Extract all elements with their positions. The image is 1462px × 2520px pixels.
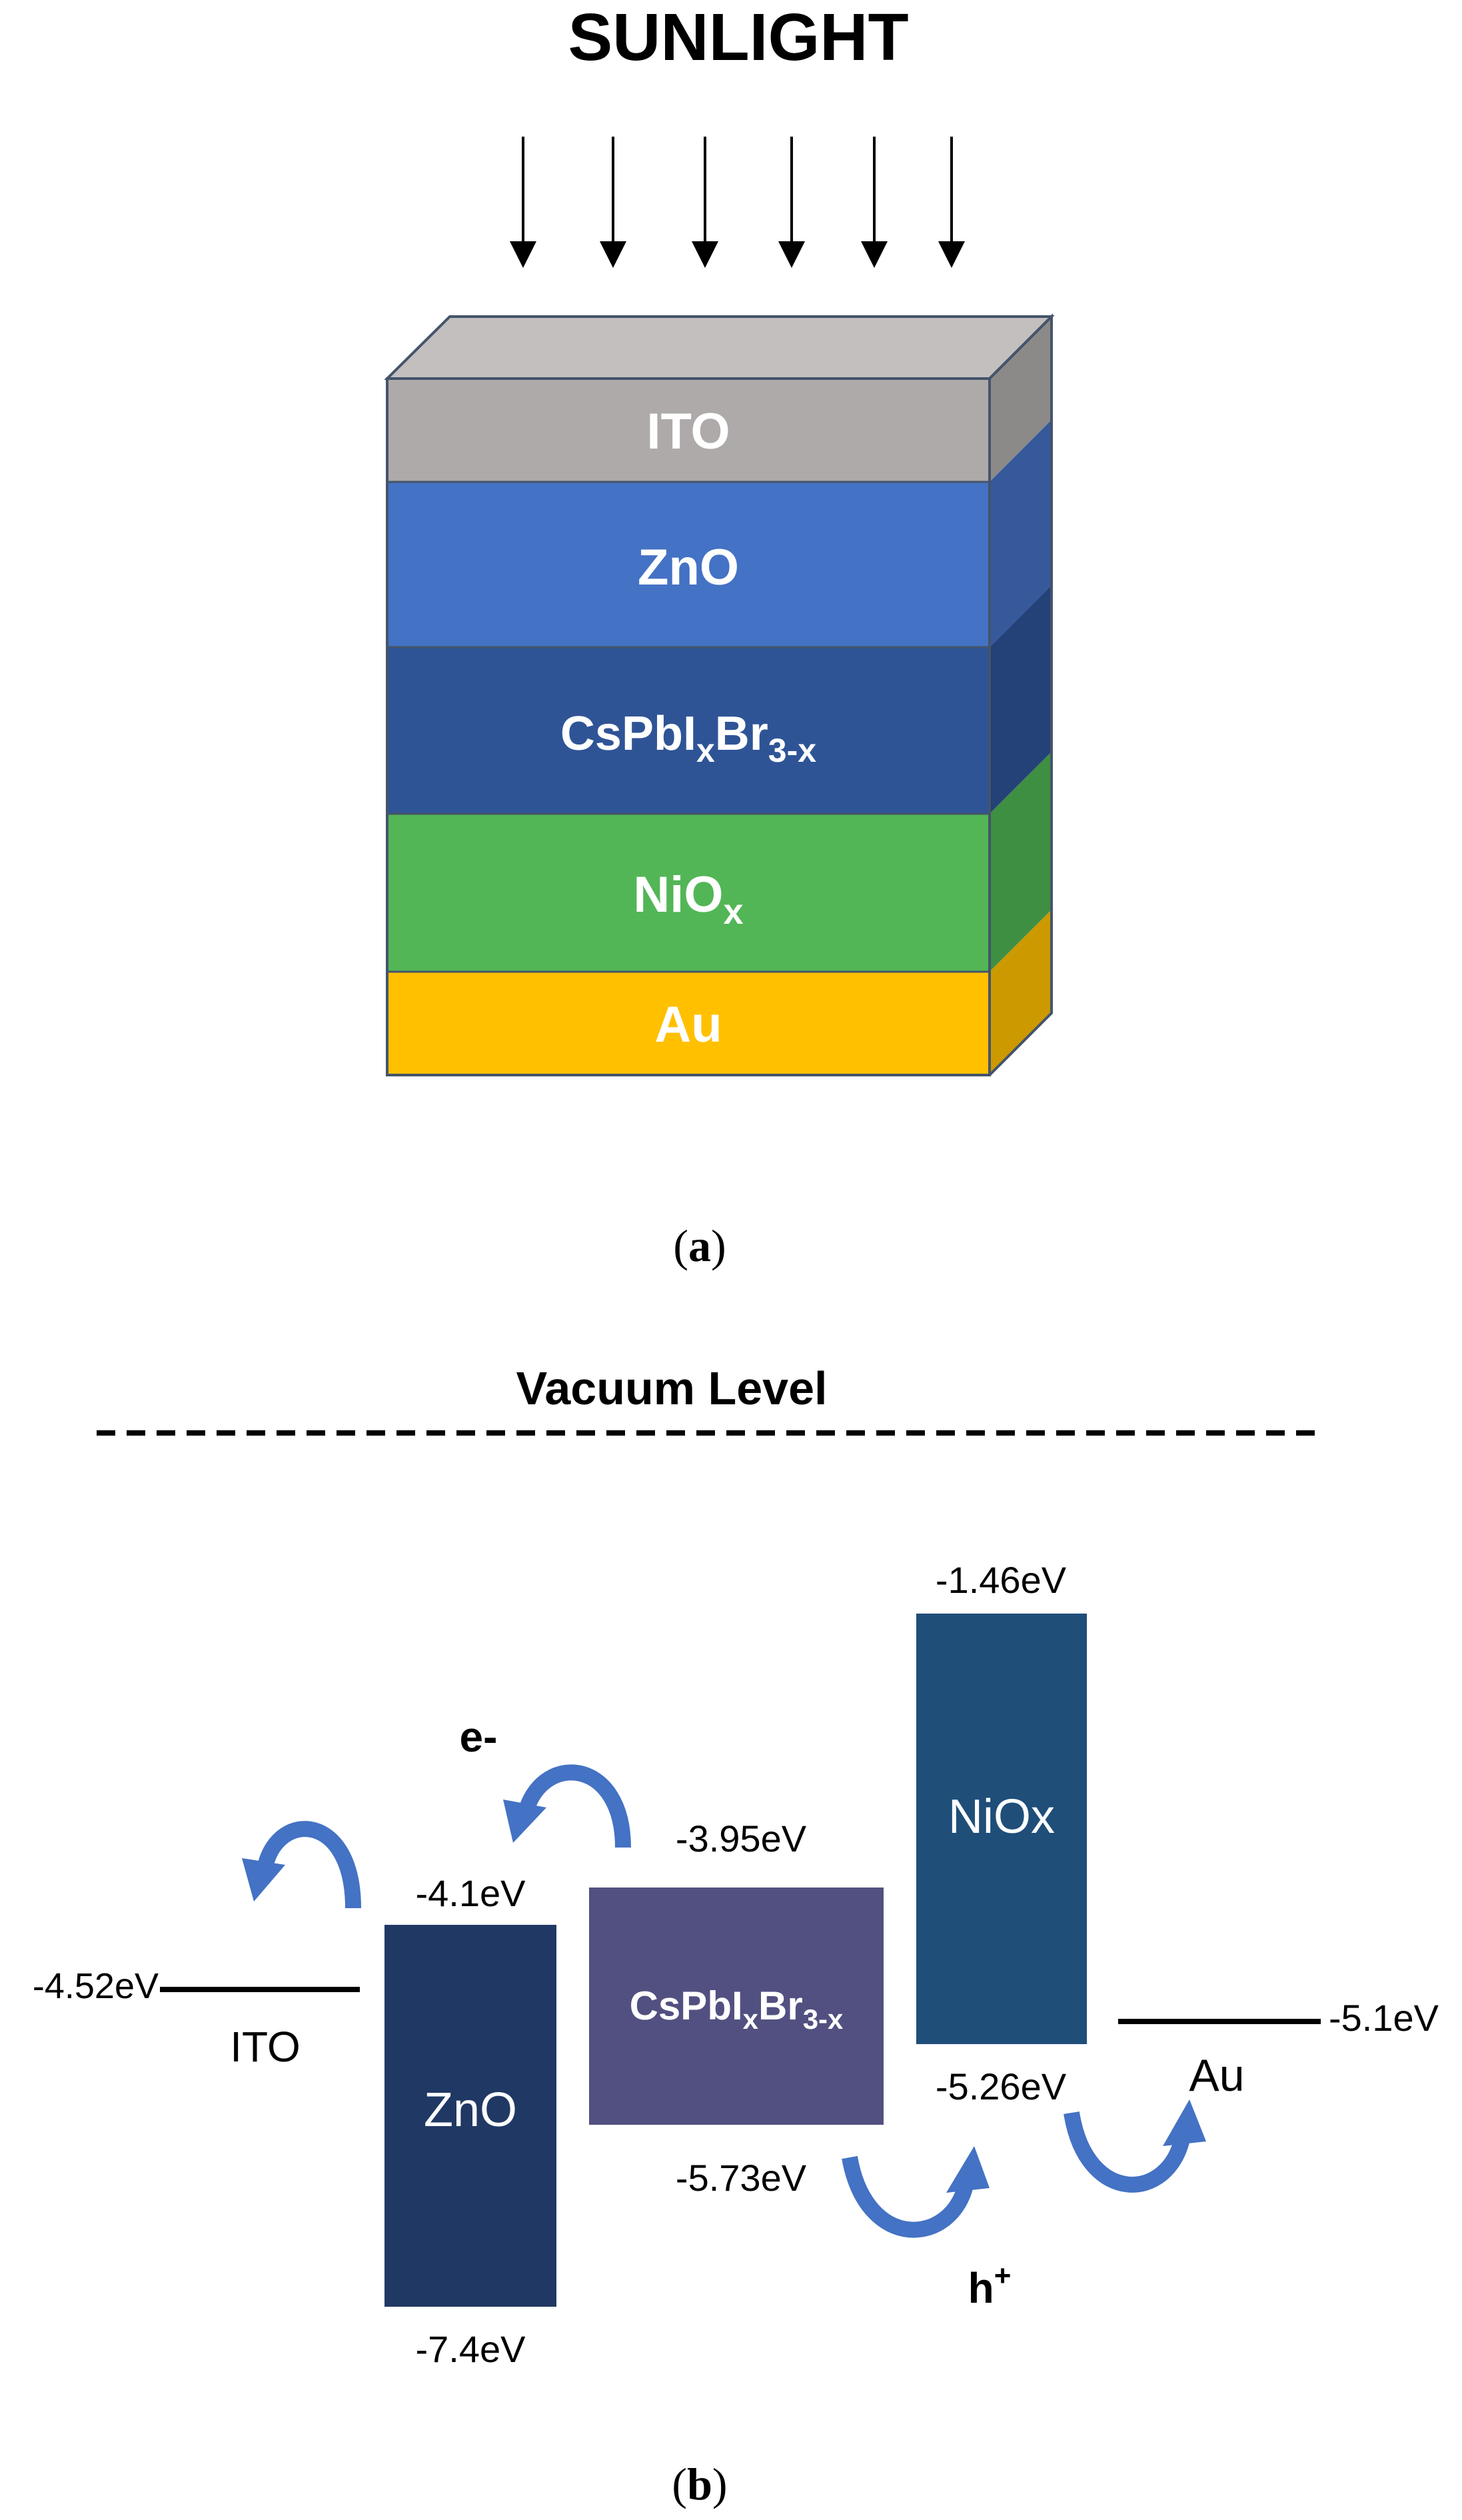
panel-b: Vacuum Level -4.52eV ITO ZnO -4.1eV -7.4… bbox=[33, 1362, 1439, 2509]
ito-layer-label: ITO bbox=[646, 403, 730, 460]
perovskite-layer: CsPbIxBr3-x bbox=[387, 585, 1052, 814]
ito-front-face bbox=[387, 379, 990, 482]
au-level: -5.1eV Au bbox=[1118, 1997, 1439, 2101]
sunlight-title: SUNLIGHT bbox=[568, 0, 908, 75]
electron-arrow-icon bbox=[242, 1821, 361, 1909]
zno-band-block bbox=[384, 1925, 556, 2307]
ito-level-label: ITO bbox=[230, 2023, 301, 2071]
ito-level-value: -4.52eV bbox=[33, 1966, 159, 2006]
perovskite-band-block bbox=[589, 1888, 884, 2125]
niox-band-block bbox=[916, 1614, 1087, 2044]
electron-label: e- bbox=[460, 1713, 498, 1761]
sunlight-arrows bbox=[510, 137, 965, 268]
stack-side-outline bbox=[988, 313, 1053, 1076]
zno-side-face bbox=[990, 420, 1052, 647]
perovskite-band-label: CsPbIxBr3-x bbox=[630, 1983, 844, 2035]
au-layer: Au bbox=[387, 910, 1052, 1075]
ito-level: -4.52eV ITO bbox=[33, 1966, 360, 2071]
zno-front-face bbox=[387, 482, 990, 647]
zno-band: ZnO -4.1eV -7.4eV bbox=[384, 1872, 556, 2370]
niox-layer-label: NiOx bbox=[633, 866, 743, 932]
stack-front-outline bbox=[386, 377, 991, 1076]
niox-layer: NiOx bbox=[387, 752, 1052, 972]
hole-label: h+ bbox=[968, 2259, 1012, 2312]
panel-a: SUNLIGHT ITO ZnO CsPbIxBr3-x bbox=[384, 0, 1055, 1271]
zno-band-label: ZnO bbox=[424, 2083, 517, 2137]
perovskite-cb-value: -3.95eV bbox=[676, 1818, 807, 1860]
niox-front-face bbox=[387, 814, 990, 972]
perovskite-vb-value: -5.73eV bbox=[676, 2157, 807, 2199]
au-level-label: Au bbox=[1189, 2050, 1244, 2101]
au-layer-label: Au bbox=[654, 996, 722, 1053]
niox-cb-value: -1.46eV bbox=[936, 1559, 1067, 1601]
panel-a-caption: (a) bbox=[673, 1220, 726, 1271]
vacuum-level-label: Vacuum Level bbox=[516, 1362, 828, 1414]
niox-band-label: NiOx bbox=[948, 1790, 1055, 1844]
hole-arrow-icon bbox=[842, 2146, 990, 2238]
au-front-face bbox=[387, 972, 990, 1075]
ito-top-face bbox=[384, 315, 1055, 380]
niox-band: NiOx -1.46eV -5.26eV bbox=[916, 1559, 1087, 2107]
ito-layer: ITO bbox=[387, 317, 1052, 482]
transfer-arrows bbox=[242, 1764, 1206, 2238]
zno-layer-label: ZnO bbox=[638, 539, 739, 596]
hole-arrow-icon bbox=[1064, 2099, 1206, 2193]
perovskite-band: CsPbIxBr3-x -3.95eV -5.73eV bbox=[589, 1818, 884, 2199]
ito-side-face bbox=[990, 317, 1052, 482]
au-side-face bbox=[990, 910, 1052, 1075]
niox-vb-value: -5.26eV bbox=[936, 2065, 1067, 2107]
panel-b-caption: (b) bbox=[672, 2459, 727, 2509]
zno-cb-value: -4.1eV bbox=[416, 1872, 526, 1914]
stack-outline bbox=[386, 313, 1053, 1076]
electron-arrow-icon bbox=[503, 1764, 631, 1848]
au-level-value: -5.1eV bbox=[1329, 1997, 1439, 2039]
perovskite-layer-label: CsPbIxBr3-x bbox=[560, 707, 816, 769]
zno-vb-value: -7.4eV bbox=[416, 2328, 526, 2370]
perovskite-front-face bbox=[387, 647, 990, 814]
perovskite-side-face bbox=[990, 585, 1052, 814]
niox-side-face bbox=[990, 752, 1052, 972]
zno-layer: ZnO bbox=[387, 420, 1052, 647]
